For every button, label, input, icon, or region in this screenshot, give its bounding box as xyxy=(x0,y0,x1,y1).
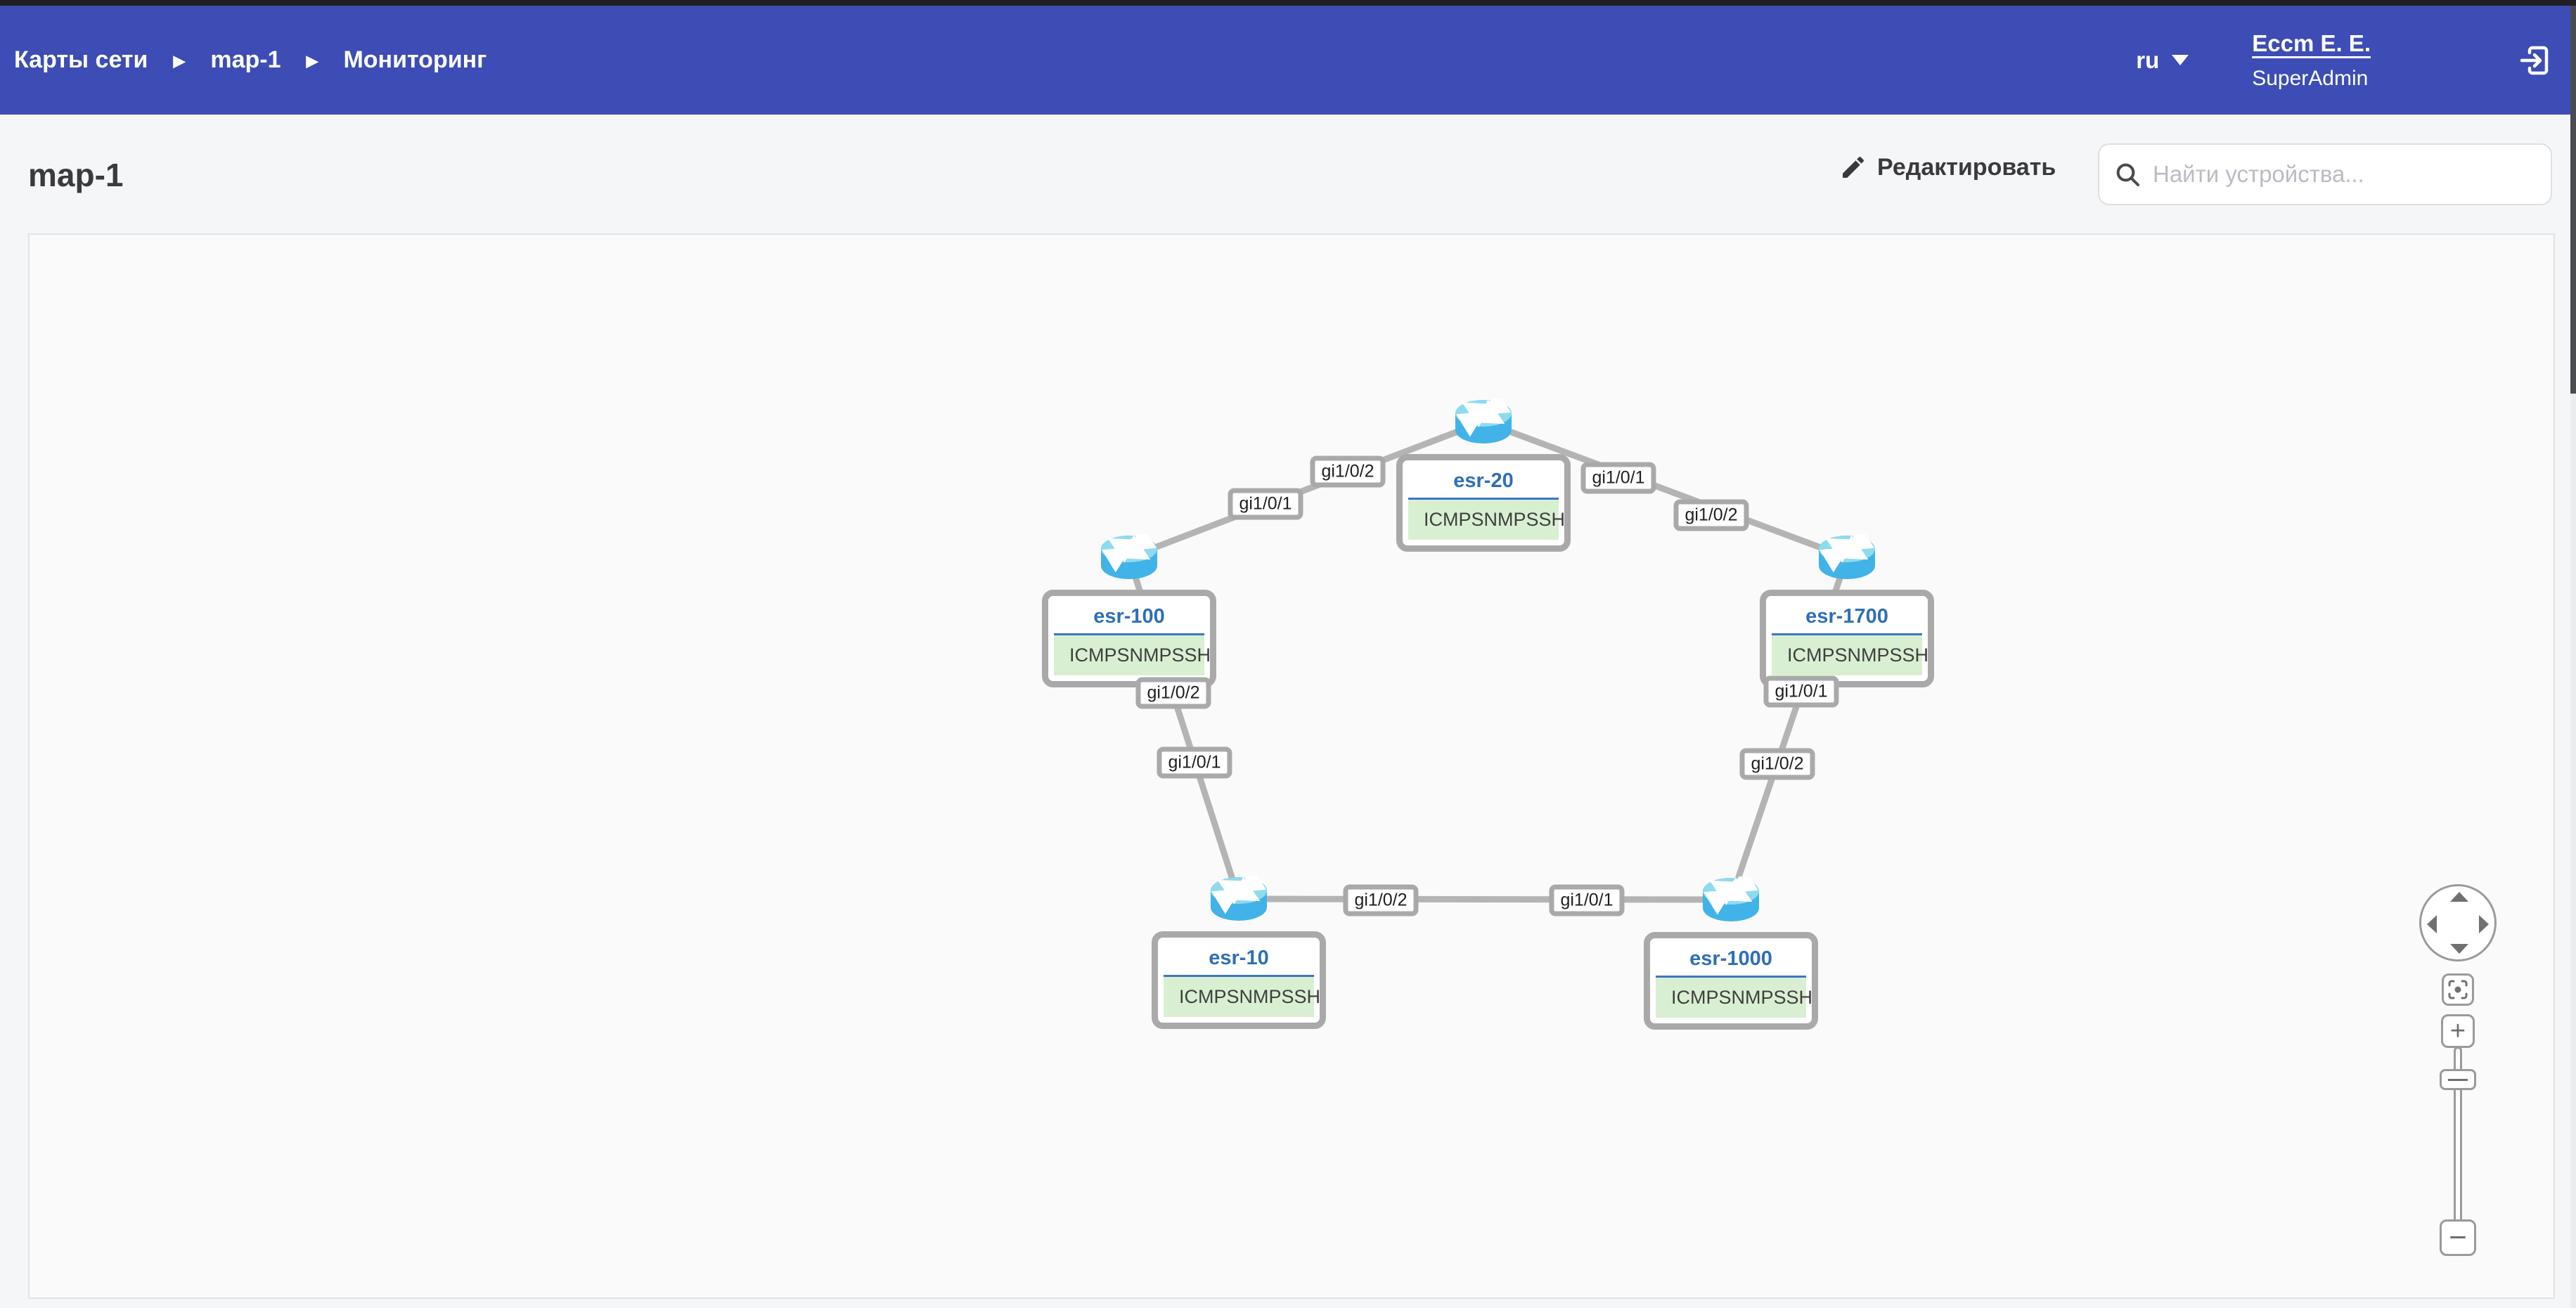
port-label[interactable]: gi1/0/1 xyxy=(1580,462,1656,494)
search-box xyxy=(2098,143,2552,205)
port-label[interactable]: gi1/0/2 xyxy=(1673,499,1749,531)
link-esr-20-esr-1700[interactable] xyxy=(1480,418,1850,561)
user-role: SuperAdmin xyxy=(2252,66,2369,90)
protocol-badge-snmp[interactable]: SNMP xyxy=(1471,509,1526,530)
breadcrumb-separator-icon: ▶ xyxy=(306,51,318,70)
logout-button[interactable] xyxy=(2518,44,2552,77)
zoom-out-button[interactable]: − xyxy=(2440,1219,2476,1256)
fit-to-screen-button[interactable] xyxy=(2442,973,2474,1006)
pan-down-icon[interactable] xyxy=(2450,944,2468,954)
protocol-badge-ssh[interactable]: SSH xyxy=(1889,645,1929,666)
edit-button-label: Редактировать xyxy=(1877,153,2056,181)
breadcrumb-item-map-1[interactable]: map-1 xyxy=(210,46,281,73)
protocol-badge-icmp[interactable]: ICMP xyxy=(1069,645,1117,666)
port-label[interactable]: gi1/0/1 xyxy=(1549,884,1625,917)
protocol-badge-snmp[interactable]: SNMP xyxy=(1834,645,1890,666)
device-card-divider xyxy=(1772,633,1922,635)
router-icon[interactable] xyxy=(1817,525,1876,581)
port-label[interactable]: gi1/0/2 xyxy=(1739,748,1815,780)
protocol-badge-icmp[interactable]: ICMP xyxy=(1671,987,1719,1008)
fit-to-screen-icon xyxy=(2448,980,2468,999)
pencil-icon xyxy=(1843,156,1865,178)
window-top-edge xyxy=(0,0,2576,6)
logout-icon xyxy=(2520,46,2549,75)
breadcrumb-item-мониторинг[interactable]: Мониторинг xyxy=(343,46,487,73)
device-name-link[interactable]: esr-10 xyxy=(1209,947,1269,969)
protocol-badge-ssh[interactable]: SSH xyxy=(1171,645,1211,666)
zoom-in-button[interactable]: + xyxy=(2441,1014,2475,1048)
scrollbar-thumb[interactable] xyxy=(2570,6,2576,394)
links-layer xyxy=(1126,418,1850,903)
link-esr-10-esr-1000[interactable] xyxy=(1235,895,1734,903)
protocol-badge-snmp[interactable]: SNMP xyxy=(1226,986,1282,1007)
device-card-divider xyxy=(1054,633,1204,635)
device-name-link[interactable]: esr-1700 xyxy=(1805,605,1888,628)
protocol-badge-ssh[interactable]: SSH xyxy=(1773,987,1813,1008)
port-label[interactable]: gi1/0/1 xyxy=(1228,488,1303,520)
port-label[interactable]: gi1/0/2 xyxy=(1135,677,1211,709)
protocol-badge-ssh[interactable]: SSH xyxy=(1281,986,1321,1007)
protocol-badge-icmp[interactable]: ICMP xyxy=(1424,509,1471,530)
slider-handle-mark xyxy=(2448,1078,2468,1081)
link-esr-20-esr-100[interactable] xyxy=(1126,418,1487,561)
device-name-link[interactable]: esr-1000 xyxy=(1689,947,1772,970)
header-right: ru Eccm E. E. SuperAdmin xyxy=(2136,30,2576,91)
protocol-badge-ssh[interactable]: SSH xyxy=(1526,509,1566,530)
device-card-divider xyxy=(1164,975,1314,977)
device-name-link[interactable]: esr-20 xyxy=(1453,470,1514,492)
chevron-down-icon xyxy=(2172,55,2189,65)
language-label: ru xyxy=(2136,46,2160,73)
breadcrumb-item-карты-сети[interactable]: Карты сети xyxy=(14,46,148,73)
protocol-badge-icmp[interactable]: ICMP xyxy=(1179,986,1227,1007)
pan-right-icon[interactable] xyxy=(2479,915,2489,933)
protocol-badge-snmp[interactable]: SNMP xyxy=(1116,645,1172,666)
user-name-link[interactable]: Eccm E. E. xyxy=(2252,30,2371,56)
port-label[interactable]: gi1/0/1 xyxy=(1157,746,1232,779)
pan-control[interactable] xyxy=(2419,884,2497,961)
pan-up-icon[interactable] xyxy=(2450,892,2468,902)
protocol-badge-icmp[interactable]: ICMP xyxy=(1787,645,1835,666)
search-icon xyxy=(2116,163,2139,186)
router-icon[interactable] xyxy=(1454,389,1513,445)
breadcrumb-separator-icon: ▶ xyxy=(173,51,186,70)
device-name-link[interactable]: esr-100 xyxy=(1093,605,1165,628)
device-card-divider xyxy=(1408,498,1559,500)
port-label[interactable]: gi1/0/2 xyxy=(1310,455,1386,488)
device-card-divider xyxy=(1656,976,1806,978)
language-selector[interactable]: ru xyxy=(2136,47,2189,74)
scrollbar-track xyxy=(2570,6,2576,1308)
router-icon[interactable] xyxy=(1209,867,1268,922)
port-label[interactable]: gi1/0/2 xyxy=(1343,884,1419,917)
page-title: map-1 xyxy=(28,157,124,193)
search-input[interactable] xyxy=(2153,161,2537,188)
port-label[interactable]: gi1/0/1 xyxy=(1763,675,1839,708)
app-header: Карты сети ▶ map-1 ▶ Мониторинг ru Eccm E. E… xyxy=(0,6,2576,115)
edit-button[interactable]: Редактировать xyxy=(1839,153,2056,181)
router-icon[interactable] xyxy=(1100,525,1159,581)
user-block: Eccm E. E. SuperAdmin xyxy=(2252,30,2371,91)
router-icon[interactable] xyxy=(1701,867,1760,923)
pan-left-icon[interactable] xyxy=(2427,915,2437,933)
protocol-badge-snmp[interactable]: SNMP xyxy=(1718,987,1774,1008)
zoom-slider-handle[interactable] xyxy=(2440,1069,2476,1090)
breadcrumb: Карты сети ▶ map-1 ▶ Мониторинг xyxy=(0,46,487,74)
